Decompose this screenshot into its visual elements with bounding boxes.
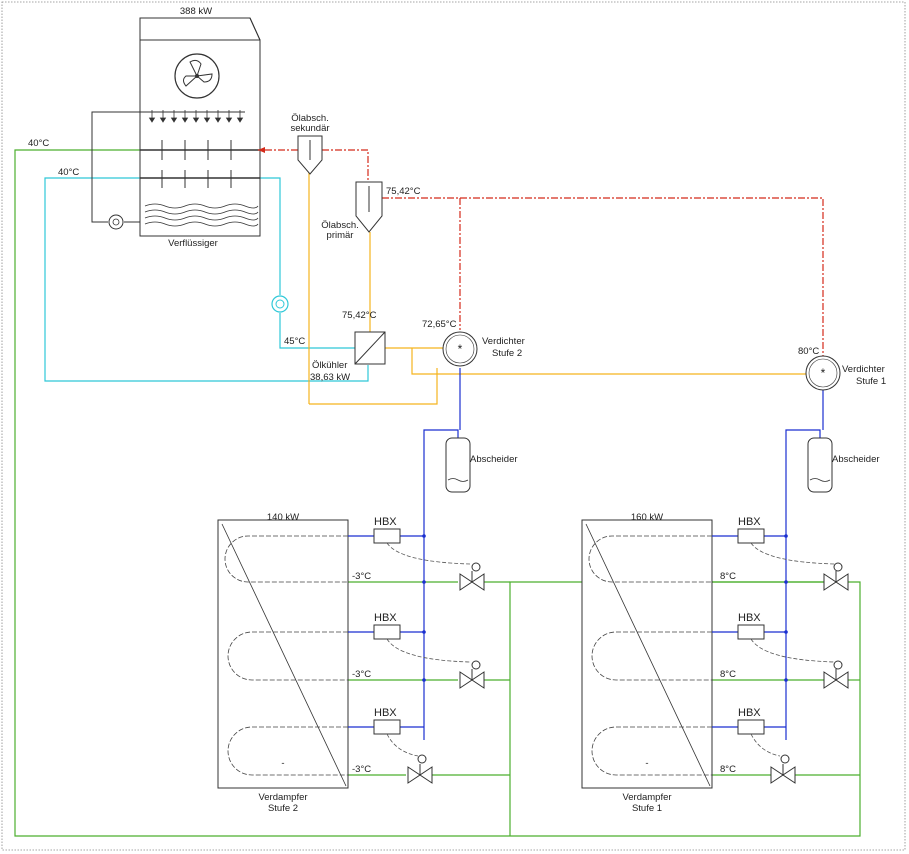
compressor-stage-2-temp: 72,65°C: [422, 319, 457, 330]
evaporator-stage-2: [217, 519, 349, 789]
evaporator-stage-2-capacity: 140 kW: [267, 512, 299, 523]
hbx-label: HBX: [738, 612, 761, 624]
separator-left-label: Abscheider: [470, 454, 518, 465]
hbx-label: HBX: [738, 707, 761, 719]
oil-cooler-inlet-temp: 75,42°C: [342, 310, 377, 321]
cyan-water-temp: 40°C: [58, 167, 79, 178]
oil-lines: [308, 172, 808, 405]
flow-arrow: [258, 147, 265, 153]
oil-separator-primary: [355, 181, 383, 233]
air-flow-arrows: [148, 110, 244, 123]
hbx-label: HBX: [374, 612, 397, 624]
evaporator-stage-1-label-1: Verdampfer: [622, 792, 671, 803]
oil-separator-primary-label-line-1: Ölabsch.: [321, 220, 359, 231]
circuit-temp: -3°C: [352, 571, 371, 582]
cyan-pump-icon: [271, 295, 289, 313]
oil-cooler-capacity: 38,63 kW: [310, 372, 350, 383]
oil-cooler-label: Ölkühler: [312, 360, 347, 371]
suction-lines: [400, 368, 824, 740]
compressor-stage-1: *: [805, 355, 841, 391]
evaporator-stage-2-mark: -: [281, 758, 284, 769]
compressor-stage-2-label-2: Stufe 2: [492, 348, 522, 359]
oil-separator-primary-label: Ölabsch.primär: [321, 220, 359, 241]
circuit-temp: 8°C: [720, 764, 736, 775]
oil-separator-primary-temp: 75,42°C: [386, 186, 421, 197]
circuit-temp: -3°C: [352, 764, 371, 775]
hbx-label: HBX: [374, 516, 397, 528]
fan-icon: [174, 53, 220, 99]
condenser: [91, 17, 261, 237]
separator-right: [807, 437, 833, 493]
circuit-temp: 8°C: [720, 571, 736, 582]
compressor-stage-1-label-1: Verdichter: [842, 364, 885, 375]
evaporator-stage-1-mark: -: [645, 758, 648, 769]
evaporator-stage-1-capacity: 160 kW: [631, 512, 663, 523]
circuit-temp: -3°C: [352, 669, 371, 680]
green-water-temp: 40°C: [28, 138, 49, 149]
circuit-temp: 8°C: [720, 669, 736, 680]
compressor-stage-1-temp: 80°C: [798, 346, 819, 357]
svg-text:*: *: [458, 342, 463, 356]
oil-cooler-water-temp: 45°C: [284, 336, 305, 347]
discharge-lines: [258, 149, 824, 356]
separator-left: [445, 437, 471, 493]
hbx-units: [373, 528, 765, 735]
oil-separator-secondary-label: Ölabsch.sekundär: [290, 113, 329, 134]
oil-cooler: [354, 331, 386, 365]
evaporator-stage-1: [581, 519, 713, 789]
hbx-label: HBX: [738, 516, 761, 528]
green-water-loop: [14, 149, 861, 837]
hbx-label: HBX: [374, 707, 397, 719]
condenser-basin-waves: [144, 203, 259, 227]
condenser-capacity: 388 kW: [180, 6, 212, 17]
oil-separator-secondary-label-line-1: Ölabsch.: [291, 113, 329, 124]
evaporator-stage-2-label-1: Verdampfer: [258, 792, 307, 803]
condenser-label: Verflüssiger: [168, 238, 218, 249]
compressor-stage-2: *: [442, 331, 478, 367]
oil-separator-secondary: [297, 135, 323, 175]
svg-text:*: *: [821, 366, 826, 380]
oil-separator-secondary-label-line-2: sekundär: [290, 123, 329, 134]
compressor-stage-2-label-1: Verdichter: [482, 336, 525, 347]
separator-right-label: Abscheider: [832, 454, 880, 465]
cyan-water-loop: [44, 177, 369, 382]
oil-separator-primary-label-line-2: primär: [327, 230, 354, 241]
evaporator-stage-2-label-2: Stufe 2: [268, 803, 298, 814]
compressor-stage-1-label-2: Stufe 1: [856, 376, 886, 387]
spray-pump-icon: [108, 214, 124, 230]
evaporator-stage-1-label-2: Stufe 1: [632, 803, 662, 814]
expansion-valves: [407, 562, 849, 784]
